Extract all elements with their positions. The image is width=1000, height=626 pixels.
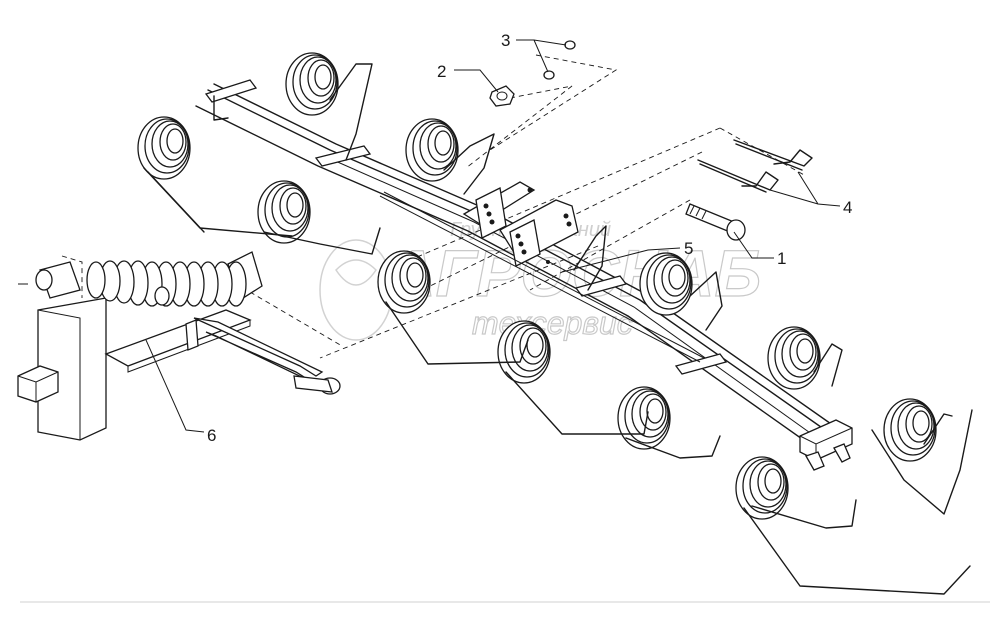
tine-clamps [204,79,728,375]
callout-6: 6 [207,426,216,445]
leader-1 [733,231,774,259]
bolt-part-1 [685,203,746,241]
leader-2 [454,69,499,93]
callout-3: 3 [501,31,510,50]
coil-8 [767,326,821,390]
tine-fingers [143,63,973,595]
coil-10 [883,398,937,462]
clips-part-4 [697,139,813,193]
callout-4: 4 [843,198,852,217]
frame-part-6 [17,251,341,441]
nut-part-2 [489,85,515,107]
rod-part-5 [379,191,705,363]
watermark-main-text: АГРОСНАБ [386,236,761,310]
watermark-bottom-text: техсервис [472,305,633,341]
leader-3 [516,39,567,73]
coil-9 [617,386,671,450]
coil-6 [639,252,693,316]
coil-3 [405,118,459,182]
leader-5 [561,247,681,273]
callout-5: 5 [684,239,693,258]
callout-2: 2 [437,62,446,81]
callout-1: 1 [777,249,786,268]
clamp-block [799,419,853,471]
leader-6 [145,339,205,433]
watermark: Группа Компаний АГРОСНАБ техсервис [319,219,762,342]
coil-5 [377,250,431,314]
coil-1 [285,52,339,116]
bracket-plates [462,181,579,267]
leader-4 [769,171,841,207]
washers-part-3 [543,40,576,80]
callouts: 1 2 3 4 5 6 [145,31,852,445]
